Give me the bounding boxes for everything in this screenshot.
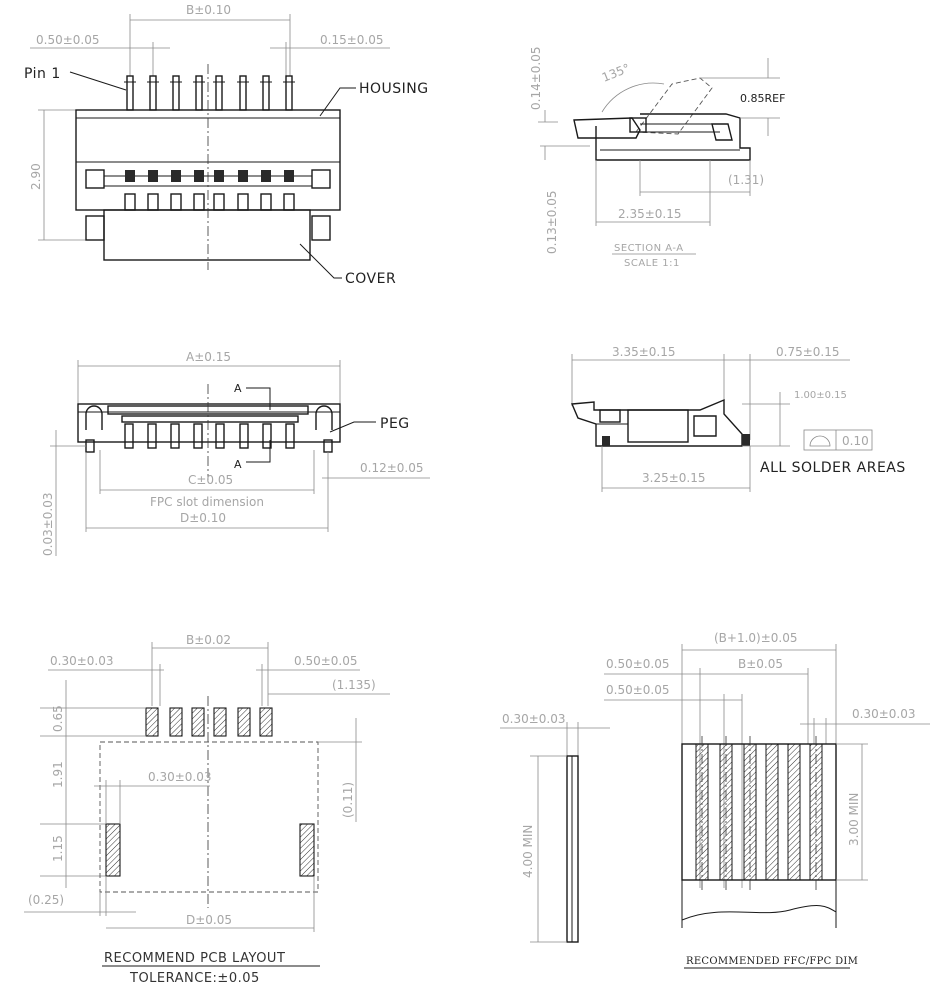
section-actuator: [573, 117, 641, 139]
front-contacts: [124, 423, 295, 449]
pcb-layout: B±0.02 0.30±0.03 0.50±0.05 (1.135) 0.65 …: [24, 633, 390, 986]
dim-ffc-thickness: 0.30±0.03: [502, 712, 566, 726]
dim-pcb-011: (0.11): [341, 782, 355, 818]
dim-ffc-length: 4.00 MIN: [521, 825, 535, 878]
dim-fpc-slot: FPC slot dimension: [150, 495, 264, 509]
dim-section-d3: (1.31): [728, 173, 764, 187]
dim-ffc-pitch2: 0.50±0.05: [606, 683, 670, 697]
label-housing: HOUSING: [359, 81, 429, 97]
dim-ffc-length3: 3.00 MIN: [847, 793, 861, 846]
dim-pcb-065: 0.65: [51, 705, 65, 732]
cover-body: [103, 209, 311, 261]
dim-coplanarity: 0.03±0.03: [41, 493, 55, 557]
pcb-peg-pad-right: [299, 823, 315, 877]
dim-pcb-pitch: 0.50±0.05: [294, 654, 358, 668]
profile-tolerance-box: [803, 429, 873, 451]
dim-side-d1: 3.35±0.15: [612, 345, 676, 359]
side-view: 3.35±0.15 0.75±0.15 1.00±0.15 3.25±0.15 …: [570, 345, 906, 492]
dim-d: D±0.10: [180, 511, 226, 525]
dim-pcb-025: (0.25): [28, 893, 64, 907]
ffc-conductors: [695, 743, 823, 881]
dim-a: A±0.15: [186, 350, 231, 364]
section-view: 0.14±0.05 0.13±0.05 135° 0.85REF (1.31) …: [529, 47, 785, 270]
label-cover: COVER: [345, 271, 396, 287]
dim-ffc-cond-w: 0.30±0.03: [852, 707, 916, 721]
dim-height-top: 2.90: [29, 163, 43, 190]
label-pin1: Pin 1: [24, 66, 61, 82]
dim-ffc-b: B±0.05: [738, 657, 783, 671]
dim-pcb-115: 1.15: [51, 835, 65, 862]
pcb-outline: [99, 741, 319, 893]
ffc-cable: [681, 743, 837, 881]
ffc-title: RECOMMENDED FFC/FPC DIM: [686, 956, 858, 967]
dim-side-d3: 1.00±0.15: [794, 390, 847, 401]
dim-section-d2: 0.13±0.05: [545, 191, 559, 255]
label-section-a-top: A: [234, 382, 242, 395]
pcb-tolerance: TOLERANCE:±0.05: [129, 971, 260, 986]
dim-pitch-top: 0.50±0.05: [36, 33, 100, 47]
dim-pcb-b: B±0.02: [186, 633, 231, 647]
pcb-signal-pads: [145, 707, 273, 737]
section-title: SECTION A-A: [614, 243, 684, 254]
dim-side-d2: 0.75±0.15: [776, 345, 840, 359]
dim-pcb-peg-w: 0.30±0.03: [148, 770, 212, 784]
dim-section-d1: 0.14±0.05: [529, 47, 543, 111]
ffc-view: 0.30±0.03 4.00 MIN (B+1.0)±0.05 0.50±0.0…: [500, 631, 930, 969]
dim-section-angle: 135°: [600, 61, 632, 85]
dim-pcb-pad-w: 0.30±0.03: [50, 654, 114, 668]
dim-pcb-d: D±0.05: [186, 913, 232, 927]
dim-pcb-1135: (1.135): [332, 678, 376, 692]
housing-contacts: [124, 170, 295, 211]
top-view: B±0.10 0.50±0.05 0.15±0.05 2.90: [24, 3, 429, 287]
side-body: [570, 398, 743, 447]
dim-ffc-width: (B+1.0)±0.05: [714, 631, 798, 645]
dim-side-tol: 0.10: [842, 434, 869, 448]
pcb-title: RECOMMEND PCB LAYOUT: [104, 951, 285, 966]
dim-section-ref: 0.85REF: [740, 92, 785, 105]
dim-b-top: B±0.10: [186, 3, 231, 17]
dim-section-d4: 2.35±0.15: [618, 207, 682, 221]
section-scale: SCALE 1:1: [624, 258, 680, 269]
label-section-a-bottom: A: [234, 458, 242, 471]
pcb-peg-pad-left: [105, 823, 121, 877]
profile-surface-icon: [809, 435, 831, 447]
dim-c: C±0.05: [188, 473, 233, 487]
dim-pin-width-top: 0.15±0.05: [320, 33, 384, 47]
dim-peg-offset: 0.12±0.05: [360, 461, 424, 475]
dim-pcb-191: 1.91: [51, 761, 65, 788]
dim-side-d4: 3.25±0.15: [642, 471, 706, 485]
dim-ffc-pitch1: 0.50±0.05: [606, 657, 670, 671]
label-peg: PEG: [380, 416, 410, 432]
front-view: A±0.15 A A PEG C±0.05 FPC slot dimension…: [41, 350, 430, 556]
label-solder-areas: ALL SOLDER AREAS: [760, 460, 906, 476]
top-pins: [124, 75, 295, 111]
front-housing: [77, 403, 341, 443]
